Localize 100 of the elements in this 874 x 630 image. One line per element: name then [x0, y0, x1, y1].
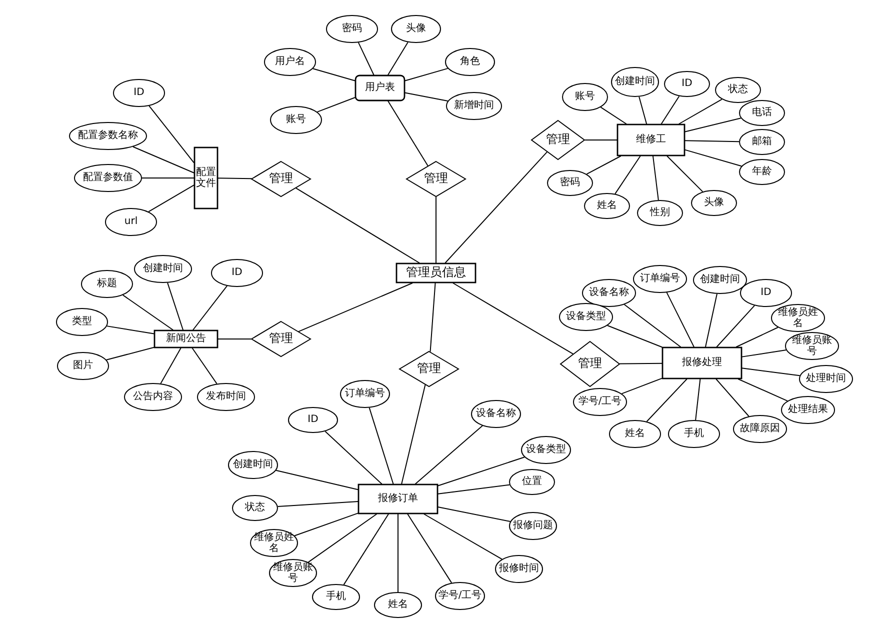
attribute-ellipse: ID	[211, 259, 263, 287]
connector-line	[106, 326, 154, 334]
entity-box: 配置文件	[194, 147, 218, 209]
attribute-ellipse: 性别	[637, 200, 683, 226]
entity-box: 管理员信息	[396, 263, 476, 283]
connector-line	[218, 178, 252, 180]
connector-line	[343, 514, 389, 586]
attribute-ellipse: 新增时间	[446, 92, 502, 120]
connector-line	[430, 282, 436, 352]
attribute-ellipse: 公告内容	[124, 383, 182, 411]
connector-line	[132, 146, 194, 174]
connector-line	[414, 425, 483, 484]
connector-line	[695, 378, 701, 421]
attribute-ellipse: 设备类型	[521, 436, 571, 464]
entity-box: 报修订单	[358, 484, 438, 514]
connector-line	[192, 285, 228, 330]
entity-box: 用户表	[355, 75, 405, 101]
relationship-diamond: 管理	[406, 161, 466, 197]
attribute-ellipse: 订单编号	[633, 265, 687, 293]
attribute-ellipse: 账号	[270, 106, 322, 134]
connector-line	[704, 293, 718, 348]
connector-line	[638, 96, 648, 124]
relationship-diamond: 管理	[251, 321, 311, 357]
connector-line	[738, 378, 788, 402]
connector-line	[148, 105, 194, 164]
attribute-ellipse: 学号/工号	[573, 388, 627, 416]
attribute-ellipse: 头像	[391, 15, 441, 43]
attribute-ellipse: 创建时间	[228, 451, 278, 479]
entity-box: 新闻公告	[154, 330, 218, 348]
connector-line	[404, 92, 448, 102]
connector-line	[716, 378, 750, 417]
connector-line	[666, 292, 694, 348]
attribute-ellipse: 图片	[57, 352, 109, 380]
connector-line	[192, 348, 218, 384]
attribute-ellipse: 创建时间	[693, 266, 747, 294]
connector-line	[298, 282, 414, 332]
connector-line	[404, 68, 448, 82]
connector-line	[452, 282, 574, 354]
attribute-ellipse: ID	[113, 79, 165, 107]
attribute-ellipse: 报修问题	[509, 512, 557, 540]
connector-line	[438, 506, 511, 522]
connector-line	[160, 348, 182, 384]
attribute-ellipse: 报修时间	[495, 555, 543, 583]
connector-line	[122, 294, 174, 330]
attribute-ellipse: 维修员姓名	[771, 304, 825, 332]
attribute-ellipse: 创建时间	[611, 67, 659, 97]
attribute-ellipse: 创建时间	[134, 255, 192, 283]
connector-line	[324, 430, 382, 484]
connector-line	[444, 151, 548, 264]
attribute-ellipse: 位置	[509, 469, 555, 495]
connector-line	[276, 470, 358, 490]
connector-line	[652, 156, 659, 201]
attribute-ellipse: 姓名	[609, 420, 661, 448]
relationship-diamond: 管理	[531, 120, 585, 160]
relationship-diamond: 管理	[251, 161, 311, 197]
connector-line	[600, 106, 627, 124]
connector-line	[742, 368, 800, 376]
connector-line	[606, 325, 662, 348]
attribute-ellipse: 维修员账号	[785, 332, 839, 360]
connector-line	[277, 501, 358, 508]
connector-line	[684, 140, 740, 142]
attribute-ellipse: ID	[664, 71, 710, 97]
connector-line	[684, 149, 742, 167]
attribute-ellipse: 学号/工号	[435, 582, 485, 610]
connector-line	[614, 156, 641, 194]
attribute-ellipse: ID	[288, 407, 338, 433]
attribute-ellipse: 用户名	[264, 48, 316, 76]
attribute-ellipse: 设备名称	[471, 400, 521, 428]
relationship-diamond: 管理	[560, 341, 620, 387]
attribute-ellipse: 维修员账号	[269, 559, 317, 587]
attribute-ellipse: 维修员姓名	[250, 529, 298, 557]
connector-line	[660, 96, 680, 124]
attribute-ellipse: 姓名	[584, 193, 630, 219]
connector-line	[308, 514, 378, 563]
attribute-ellipse: 姓名	[374, 592, 422, 618]
attribute-ellipse: 状态	[715, 77, 761, 103]
attribute-ellipse: 年龄	[739, 159, 785, 185]
attribute-ellipse: 状态	[232, 495, 278, 521]
connector-line	[736, 326, 778, 348]
connector-line	[621, 378, 662, 394]
attribute-ellipse: 订单编号	[340, 380, 390, 408]
connector-line	[148, 184, 194, 212]
attribute-ellipse: 故障原因	[733, 415, 787, 443]
attribute-ellipse: 密码	[326, 15, 378, 43]
attribute-ellipse: 设备类型	[559, 303, 613, 331]
connector-line	[401, 384, 426, 484]
connector-line	[368, 407, 394, 484]
entity-box: 报修处理	[662, 347, 742, 379]
connector-line	[167, 282, 184, 330]
attribute-ellipse: url	[105, 208, 157, 236]
connector-line	[407, 514, 452, 584]
attribute-ellipse: 发布时间	[197, 383, 255, 411]
connector-line	[388, 100, 428, 166]
connector-line	[295, 188, 420, 264]
connector-line	[316, 97, 356, 112]
attribute-ellipse: 角色	[445, 48, 495, 76]
attribute-ellipse: 标题	[81, 270, 133, 298]
connector-line	[312, 68, 356, 82]
connector-line	[684, 118, 742, 132]
connector-line	[294, 512, 358, 536]
